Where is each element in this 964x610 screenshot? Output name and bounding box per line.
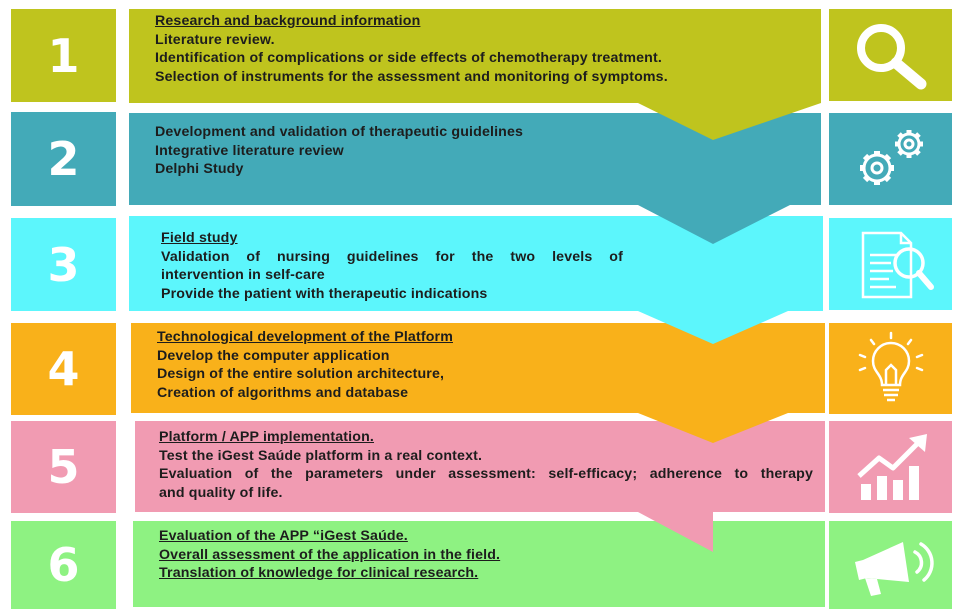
document-search-icon — [861, 231, 934, 299]
chevron-step-5 — [135, 421, 825, 552]
step-2-line: Delphi Study — [155, 161, 244, 177]
step-3-icon-box — [829, 218, 952, 310]
step-3-line: Validation of nursing guidelines for the… — [161, 248, 623, 265]
step-6-text: Evaluation of the APP “iGest Saúde. Over… — [159, 527, 500, 583]
step-5-number: 5 — [11, 421, 116, 513]
step-2-icon-box — [829, 113, 952, 205]
step-3-title: Field study — [161, 230, 238, 246]
step-4-line: Design of the entire solution architectu… — [157, 366, 445, 382]
step-5-text: Platform / APP implementation. Test the … — [159, 428, 813, 502]
step-4-icon-box — [829, 323, 952, 414]
step-2-number: 2 — [11, 112, 116, 206]
step-1-line: Selection of instruments for the assessm… — [155, 68, 668, 85]
step-3-text: Field study Validation of nursing guidel… — [161, 229, 623, 303]
magnifier-icon — [856, 24, 926, 90]
step-5-line: Test the iGest Saúde platform in a real … — [159, 447, 483, 464]
megaphone-icon — [854, 542, 934, 596]
chevron-step-4 — [131, 323, 825, 443]
step-6-line: Translation of knowledge for clinical re… — [159, 565, 479, 581]
step-4-line: Creation of algorithms and database — [157, 384, 409, 401]
step-6-line: Overall assessment of the application in… — [159, 546, 501, 563]
step-6-title: Evaluation of the APP “iGest Saúde. — [159, 528, 408, 544]
step-2-line: Integrative literature review — [155, 142, 344, 159]
lightbulb-icon — [858, 331, 923, 401]
step-1-icon-box — [829, 9, 952, 101]
step-5-icon-box — [829, 421, 952, 513]
step-2-title: Development and validation of therapeuti… — [155, 124, 524, 140]
step-4-title: Technological development of the Platfor… — [157, 329, 453, 345]
step-1-line: Identification of complications or side … — [155, 50, 662, 66]
chevron-step-6 — [133, 521, 825, 607]
chevron-step-1 — [129, 9, 821, 140]
step-2-text: Development and validation of therapeuti… — [155, 123, 523, 179]
step-3-line: intervention in self-care — [161, 267, 325, 283]
step-5-line: Evaluation of the parameters under asses… — [159, 466, 813, 482]
step-5-title: Platform / APP implementation. — [159, 429, 374, 445]
step-1-text: Research and background information Lite… — [155, 12, 668, 86]
step-5-line: and quality of life. — [159, 484, 283, 501]
step-4-line: Develop the computer application — [157, 347, 390, 364]
step-1-number: 1 — [11, 9, 116, 102]
step-3-number: 3 — [11, 218, 116, 311]
step-3-line: Provide the patient with therapeutic ind… — [161, 285, 488, 302]
step-4-text: Technological development of the Platfor… — [157, 328, 453, 402]
gears-icon — [859, 130, 923, 185]
step-4-number: 4 — [11, 323, 116, 415]
chevron-step-2 — [129, 113, 821, 244]
step-1-line: Literature review. — [155, 31, 275, 48]
step-1-title: Research and background information — [155, 13, 421, 29]
growth-chart-icon — [856, 434, 927, 500]
step-6-number: 6 — [11, 521, 116, 609]
step-6-icon-box — [829, 521, 952, 609]
chevron-step-3 — [129, 216, 823, 344]
